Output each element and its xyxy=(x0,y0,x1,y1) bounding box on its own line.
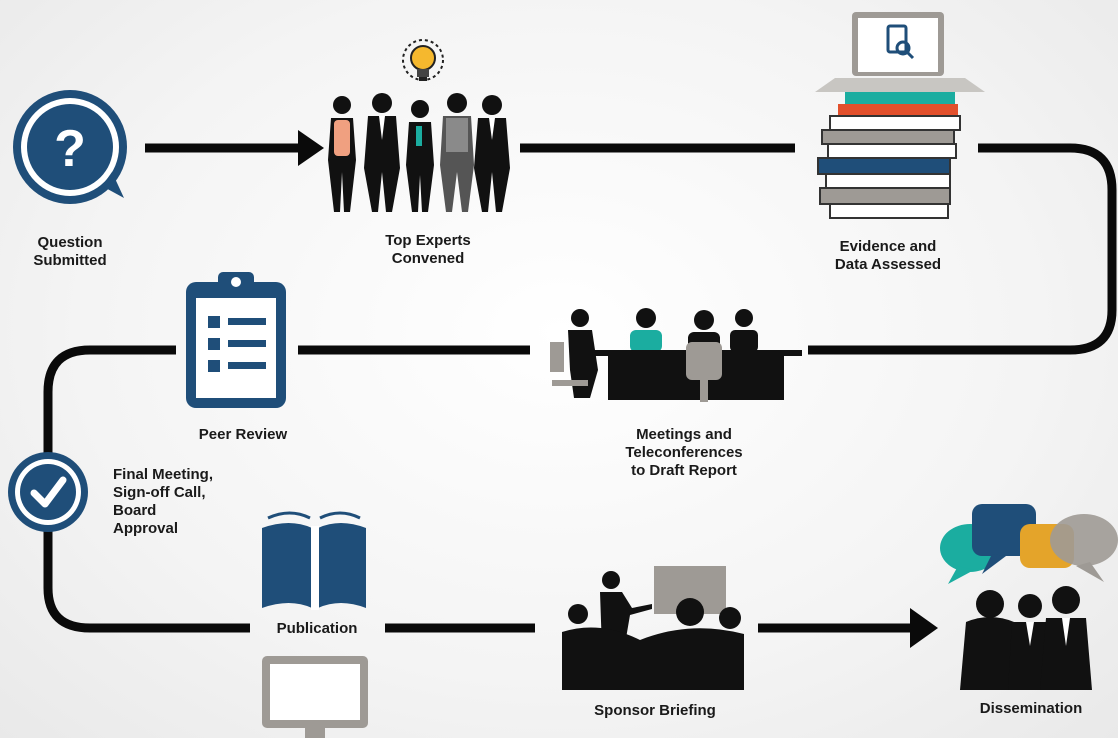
checkmark-circle-icon xyxy=(8,452,88,532)
experts-group-icon xyxy=(328,93,510,212)
step-label-peer-review: Peer Review xyxy=(198,426,288,443)
flow-line xyxy=(43,143,1117,633)
step-label-meetings: Meetings and Teleconferences to Draft Re… xyxy=(625,426,743,479)
monitor-icon xyxy=(262,656,368,738)
presentation-audience-icon xyxy=(562,566,744,690)
step-label-top-experts: Top Experts Convened xyxy=(385,232,471,267)
step-label-question-submitted: Question Submitted xyxy=(33,234,107,269)
step-label-final-meeting: Final Meeting, Sign-off Call, Board Appr… xyxy=(113,466,214,537)
arrow-head-2 xyxy=(910,608,938,648)
arrow-head-1 xyxy=(298,130,324,166)
question-bubble-icon: ? xyxy=(13,90,127,204)
lightbulb-icon xyxy=(402,39,444,81)
step-label-evidence: Evidence and Data Assessed xyxy=(834,238,942,273)
step-label-dissemination: Dissemination xyxy=(979,700,1083,717)
meeting-table-icon xyxy=(550,308,802,402)
step-label-publication: Publication xyxy=(276,620,358,637)
step-label-sponsor-briefing: Sponsor Briefing xyxy=(594,702,716,719)
speech-bubbles-people-icon xyxy=(940,504,1118,690)
open-book-icon xyxy=(262,511,366,610)
clipboard-checklist-icon xyxy=(186,272,286,408)
laptop-books-icon xyxy=(815,12,985,219)
svg-text:?: ? xyxy=(54,120,86,178)
